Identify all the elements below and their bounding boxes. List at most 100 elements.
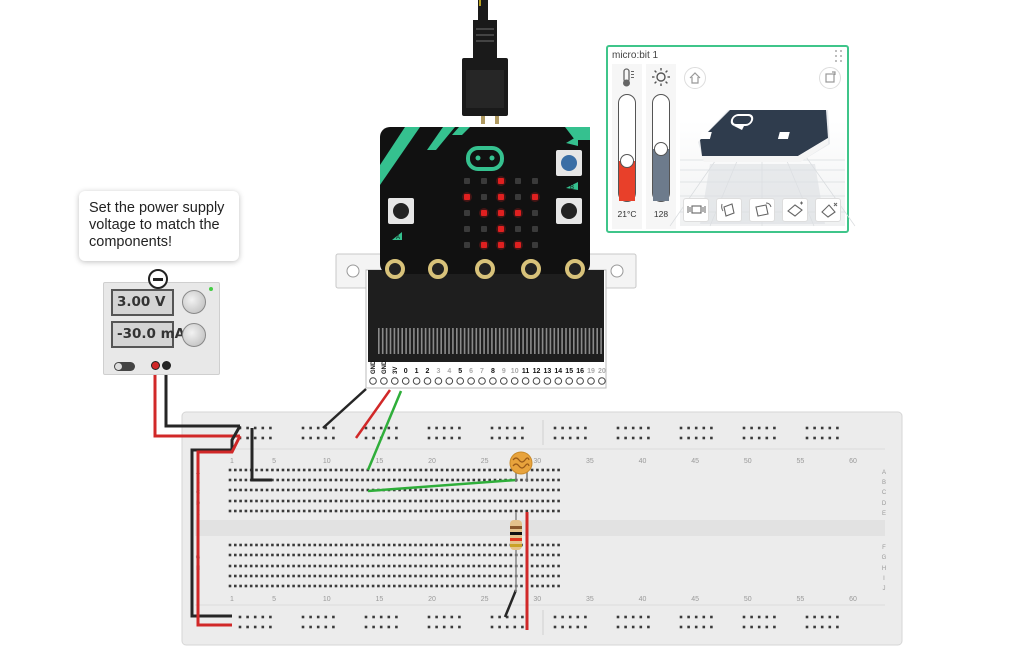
breadboard-hole[interactable] [493, 488, 497, 492]
breadboard-hole[interactable] [345, 509, 348, 513]
breadboard-hole[interactable] [318, 553, 322, 557]
breadboard-hole[interactable] [541, 553, 544, 557]
breadboard-hole[interactable] [530, 584, 534, 588]
breadboard-hole[interactable] [261, 436, 265, 440]
button-a[interactable]: A [388, 198, 414, 241]
breadboard-hole[interactable] [477, 468, 481, 472]
breadboard-hole[interactable] [261, 426, 265, 430]
breadboard-hole[interactable] [387, 543, 391, 547]
breadboard-hole[interactable] [702, 615, 706, 619]
breadboard-hole[interactable] [260, 509, 264, 513]
breadboard-hole[interactable] [624, 426, 627, 430]
breadboard-hole[interactable] [521, 615, 524, 619]
breadboard-hole[interactable] [382, 553, 385, 557]
breadboard-hole[interactable] [631, 426, 635, 430]
breadboard-hole[interactable] [493, 468, 497, 472]
breadboard-hole[interactable] [639, 615, 643, 619]
breadboard-hole[interactable] [435, 553, 438, 557]
breadboard-hole[interactable] [366, 509, 370, 513]
breadboard-hole[interactable] [520, 509, 523, 513]
breadboard-hole[interactable] [472, 509, 476, 513]
breadboard-hole[interactable] [249, 488, 253, 492]
breadboard-hole[interactable] [828, 625, 832, 629]
breadboard-hole[interactable] [504, 584, 507, 588]
breadboard-hole[interactable] [467, 574, 470, 578]
breadboard-hole[interactable] [742, 615, 746, 619]
breadboard-hole[interactable] [490, 615, 494, 619]
minus-icon[interactable] [148, 269, 168, 289]
breadboard-hole[interactable] [355, 584, 359, 588]
breadboard-hole[interactable] [435, 488, 438, 492]
breadboard-hole[interactable] [435, 436, 438, 440]
breadboard-hole[interactable] [639, 436, 643, 440]
breadboard-hole[interactable] [371, 468, 375, 472]
negative-terminal[interactable] [162, 361, 171, 370]
breadboard-hole[interactable] [228, 488, 232, 492]
breadboard-hole[interactable] [694, 436, 698, 440]
button-ab[interactable] [556, 136, 582, 176]
breadboard-hole[interactable] [382, 499, 385, 503]
tilt-down-icon[interactable] [782, 198, 808, 222]
breadboard-hole[interactable] [561, 436, 564, 440]
breadboard-hole[interactable] [334, 499, 338, 503]
breadboard-hole[interactable] [750, 436, 753, 440]
breadboard-hole[interactable] [536, 468, 539, 472]
breadboard-hole[interactable] [446, 478, 449, 482]
breadboard-hole[interactable] [318, 509, 322, 513]
breadboard-hole[interactable] [302, 564, 306, 568]
breadboard-hole[interactable] [355, 574, 359, 578]
breadboard-hole[interactable] [813, 615, 816, 619]
breadboard-hole[interactable] [408, 499, 412, 503]
breadboard-hole[interactable] [260, 488, 264, 492]
breadboard-hole[interactable] [292, 553, 295, 557]
breadboard-hole[interactable] [509, 488, 513, 492]
breadboard-hole[interactable] [414, 543, 417, 547]
breadboard-hole[interactable] [710, 615, 713, 619]
breadboard-hole[interactable] [260, 543, 264, 547]
breadboard-hole[interactable] [387, 468, 391, 472]
breadboard-hole[interactable] [536, 574, 539, 578]
breadboard-hole[interactable] [301, 615, 305, 619]
breadboard-hole[interactable] [377, 509, 380, 513]
breadboard-hole[interactable] [355, 553, 359, 557]
breadboard-hole[interactable] [520, 488, 523, 492]
breadboard-hole[interactable] [472, 584, 476, 588]
breadboard-hole[interactable] [255, 553, 258, 557]
pin-hole[interactable] [445, 377, 454, 385]
breadboard-hole[interactable] [366, 499, 370, 503]
breadboard-hole[interactable] [228, 564, 232, 568]
breadboard-hole[interactable] [313, 574, 317, 578]
breadboard-hole[interactable] [561, 426, 564, 430]
breadboard-hole[interactable] [568, 426, 572, 430]
breadboard-hole[interactable] [419, 478, 423, 482]
pin-hole[interactable] [401, 377, 410, 385]
breadboard-hole[interactable] [292, 478, 295, 482]
breadboard-hole[interactable] [616, 625, 620, 629]
breadboard-hole[interactable] [239, 553, 242, 557]
breadboard-hole[interactable] [329, 468, 332, 472]
breadboard-hole[interactable] [520, 564, 523, 568]
light-slider[interactable] [652, 94, 670, 202]
breadboard-hole[interactable] [334, 584, 338, 588]
breadboard-hole[interactable] [536, 509, 539, 513]
breadboard-hole[interactable] [255, 584, 258, 588]
breadboard-hole[interactable] [530, 553, 534, 557]
breadboard-hole[interactable] [239, 509, 242, 513]
breadboard-hole[interactable] [461, 574, 465, 578]
breadboard-hole[interactable] [309, 625, 312, 629]
breadboard-hole[interactable] [414, 499, 417, 503]
pin-hole[interactable] [543, 377, 552, 385]
breadboard-hole[interactable] [710, 625, 713, 629]
wires[interactable] [153, 366, 529, 630]
breadboard-hole[interactable] [509, 564, 513, 568]
breadboard-hole[interactable] [329, 499, 332, 503]
breadboard-hole[interactable] [483, 468, 486, 472]
breadboard-hole[interactable] [276, 564, 279, 568]
breadboard-hole[interactable] [234, 543, 237, 547]
breadboard-hole[interactable] [345, 468, 348, 472]
breadboard-hole[interactable] [318, 468, 322, 472]
breadboard-hole[interactable] [265, 574, 269, 578]
breadboard-hole[interactable] [355, 468, 359, 472]
breadboard-hole[interactable] [324, 584, 327, 588]
